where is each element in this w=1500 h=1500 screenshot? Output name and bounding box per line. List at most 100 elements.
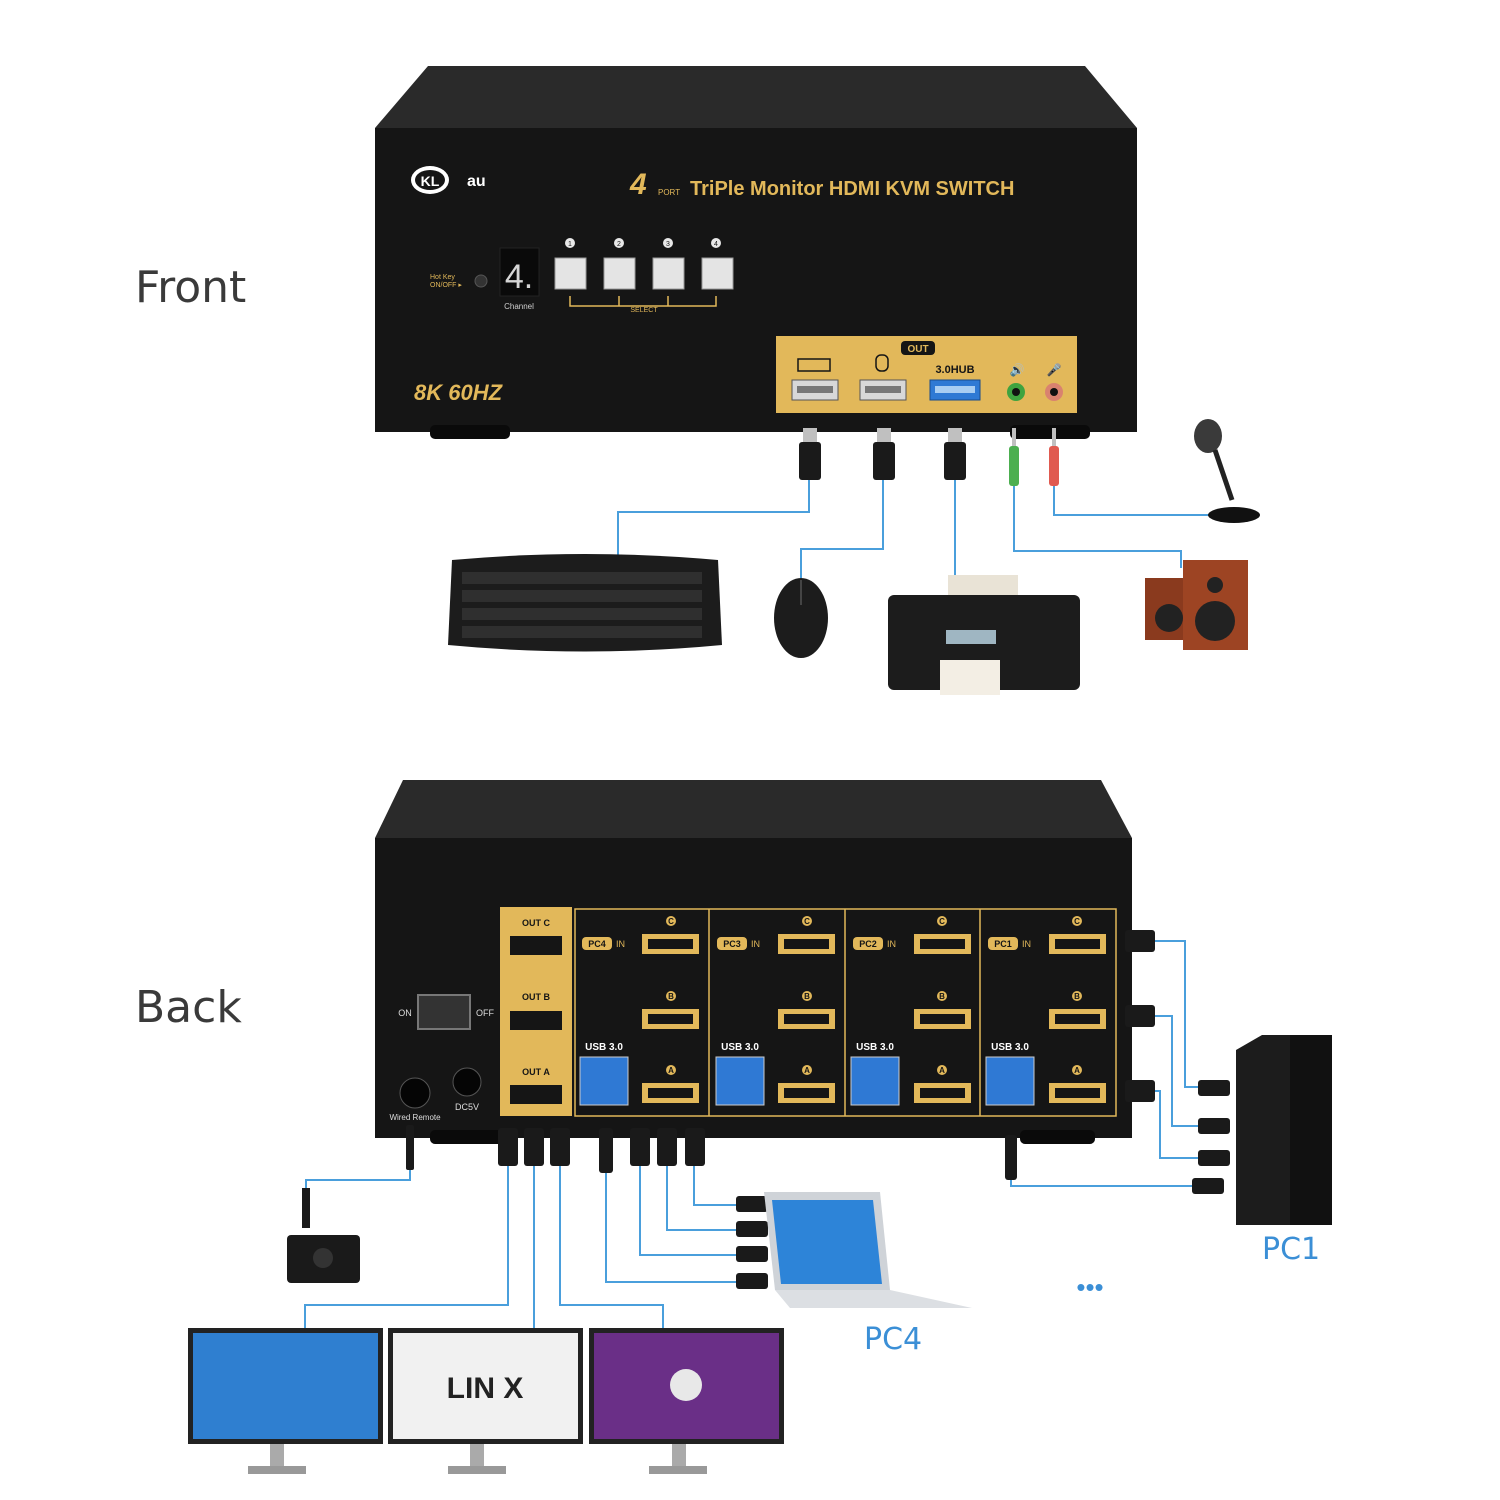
pc1-usb-label: USB 3.0 (991, 1042, 1029, 1053)
pc3-usb-label: USB 3.0 (721, 1042, 759, 1053)
pc1-side-plugs (1005, 930, 1155, 1180)
logo-au: au (467, 173, 486, 190)
button-num-3: 3 (666, 241, 670, 248)
out-label: OUT (907, 344, 928, 355)
pc4-label: PC4 (864, 1322, 923, 1357)
pc4-usb-label: USB 3.0 (585, 1042, 623, 1053)
linux-logo-text: LIN X (447, 1372, 524, 1405)
pc1-tower (1192, 1035, 1332, 1225)
svg-text:C: C (939, 917, 945, 926)
product-port: PORT (658, 188, 680, 197)
pc1-in-label: IN (1022, 939, 1031, 949)
front-section-label: Front (135, 262, 247, 313)
pc2-usb-label: USB 3.0 (856, 1042, 894, 1053)
pc-input-panel (574, 908, 1117, 1117)
wired-remote-jack[interactable] (399, 1077, 431, 1109)
button-num-2: 2 (617, 241, 621, 248)
product-title: TriPle Monitor HDMI KVM SWITCH (690, 178, 1014, 200)
klau-logo: KL au (411, 166, 486, 194)
svg-text:C: C (1074, 917, 1080, 926)
dc-power-jack[interactable] (452, 1067, 482, 1097)
select-button-1[interactable] (554, 257, 587, 290)
svg-text:B: B (804, 992, 810, 1001)
output-column: OUT C OUT B OUT A (500, 907, 572, 1116)
front-diagram: KL au 4 PORT TriPle Monitor HDMI KVM SWI… (375, 66, 1260, 695)
pc1-usb3-port[interactable] (985, 1056, 1035, 1106)
pc4-tag: PC4 (588, 939, 606, 949)
mouse-device (774, 578, 828, 658)
pc1-label: PC1 (1262, 1232, 1321, 1267)
hub-label: 3.0HUB (935, 364, 974, 376)
more-pcs-ellipsis: ••• (1076, 1272, 1103, 1302)
channel-label: Channel (504, 302, 534, 311)
microphone-device (1194, 419, 1260, 523)
select-buttons: 1 2 3 4 SELECT (554, 238, 734, 314)
switch-on-label: ON (398, 1008, 412, 1018)
product-number: 4 (629, 168, 647, 201)
mic-icon: 🎤 (1047, 362, 1062, 377)
channel-display (499, 247, 540, 297)
hotkey-led[interactable] (474, 274, 488, 288)
hdmi-out-b[interactable] (510, 1011, 562, 1030)
svg-text:B: B (939, 992, 945, 1001)
keyboard-device (448, 554, 722, 652)
pc2-group: PC2 IN USB 3.0 (850, 934, 971, 1106)
pc4-group: PC4 IN USB 3.0 (579, 934, 699, 1106)
svg-text:B: B (668, 992, 674, 1001)
port-letter-markers: C B A C B A C B A C B A (666, 916, 1082, 1075)
kvm-front-body (375, 66, 1137, 439)
svg-text:C: C (804, 917, 810, 926)
button-num-4: 4 (714, 241, 718, 248)
select-label: SELECT (630, 307, 658, 314)
back-section-label: Back (135, 982, 242, 1033)
wired-remote-device (287, 1188, 360, 1283)
back-diagram: ON OFF Wired Remote DC5V OUT C OUT B OUT… (188, 780, 1332, 1474)
button-num-1: 1 (568, 241, 572, 248)
svg-text:C: C (668, 917, 674, 926)
select-button-2[interactable] (603, 257, 636, 290)
logo-kl: KL (421, 173, 440, 189)
keyboard-icon (797, 358, 831, 372)
svg-text:B: B (1074, 992, 1080, 1001)
svg-text:A: A (939, 1066, 945, 1075)
pc1-tag: PC1 (994, 939, 1012, 949)
pc2-tag: PC2 (859, 939, 877, 949)
power-switch[interactable] (417, 994, 471, 1030)
pc4-usb3-port[interactable] (579, 1056, 629, 1106)
hdmi-out-a[interactable] (510, 1085, 562, 1104)
speaker-icon: 🔊 (1010, 362, 1025, 377)
pc4-laptop (736, 1192, 972, 1308)
channel-digit: 4. (505, 258, 533, 296)
dc-label: DC5V (455, 1102, 479, 1112)
hdmi-out-c[interactable] (510, 936, 562, 955)
mouse-icon (875, 354, 889, 372)
out-a-label: OUT A (522, 1067, 550, 1077)
out-c-label: OUT C (522, 918, 550, 928)
monitor-linux: LIN X (388, 1328, 583, 1474)
svg-text:A: A (1074, 1066, 1080, 1075)
pc3-usb3-port[interactable] (715, 1056, 765, 1106)
out-b-label: OUT B (522, 992, 550, 1002)
hotkey-label: Hot Key (430, 274, 455, 281)
pc2-usb3-port[interactable] (850, 1056, 900, 1106)
monitor-windows (188, 1328, 383, 1474)
switch-off-label: OFF (476, 1008, 494, 1018)
speakers-device (1145, 560, 1248, 650)
pc4-in-label: IN (616, 939, 625, 949)
hotkey-label-2: ON/OFF ▸ (430, 282, 462, 289)
front-plugs (799, 428, 1059, 486)
wired-remote-label: Wired Remote (389, 1113, 441, 1122)
pc2-in-label: IN (887, 939, 896, 949)
select-button-3[interactable] (652, 257, 685, 290)
svg-text:A: A (668, 1066, 674, 1075)
pc3-tag: PC3 (723, 939, 741, 949)
svg-text:A: A (804, 1066, 810, 1075)
bottom-plugs (406, 1125, 705, 1173)
pc3-group: PC3 IN USB 3.0 (715, 934, 835, 1106)
front-port-panel: OUT 3.0HUB 🔊 🎤 (776, 336, 1077, 413)
monitor-mac (589, 1328, 784, 1474)
select-button-4[interactable] (701, 257, 734, 290)
pc1-group: PC1 IN USB 3.0 (985, 934, 1106, 1106)
printer-device (888, 575, 1080, 695)
pc3-in-label: IN (751, 939, 760, 949)
